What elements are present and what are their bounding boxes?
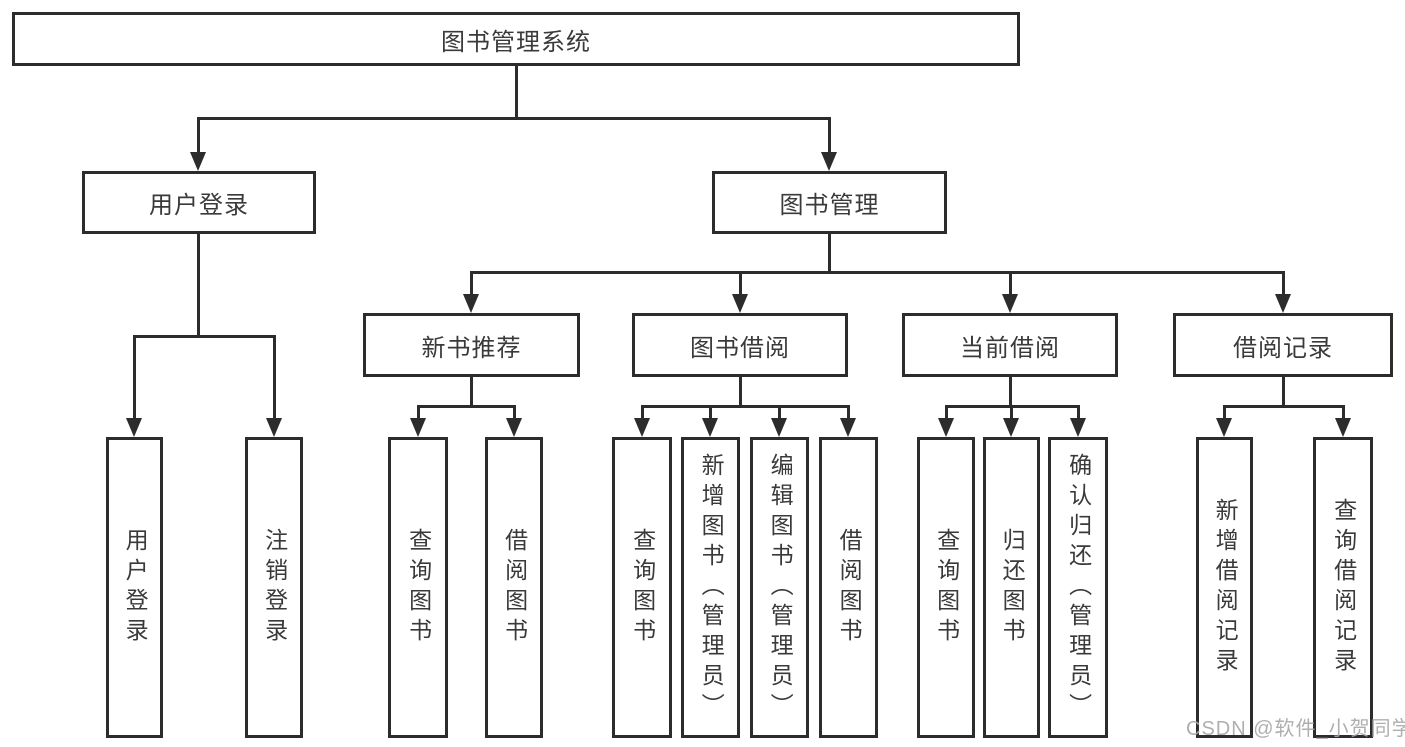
arrow-to-borrow-records bbox=[1275, 271, 1291, 313]
leaf-query-books-recommend: 查询图书 bbox=[388, 437, 448, 738]
line-user-login-stem bbox=[197, 234, 200, 337]
arrow-to-leaf-confirm-return-admin bbox=[1070, 405, 1086, 437]
leaf-confirm-return-admin-label: 确认归还（管理员） bbox=[1065, 452, 1092, 723]
leaf-logout-label: 注销登录 bbox=[261, 527, 288, 648]
leaf-return-books: 归还图书 bbox=[983, 437, 1040, 738]
leaf-query-borrow-record: 查询借阅记录 bbox=[1313, 437, 1373, 738]
leaf-query-books-current-label: 查询图书 bbox=[933, 527, 960, 648]
leaf-edit-books-admin: 编辑图书（管理员） bbox=[750, 437, 809, 738]
node-current-borrow: 当前借阅 bbox=[902, 313, 1118, 377]
leaf-query-borrow-record-label: 查询借阅记录 bbox=[1330, 497, 1357, 678]
leaf-query-books-recommend-label: 查询图书 bbox=[405, 527, 432, 648]
node-library-system: 图书管理系统 bbox=[12, 12, 1020, 66]
leaf-borrow-books-borrow-label: 借阅图书 bbox=[836, 527, 863, 648]
arrow-to-leaf-add-borrow-record bbox=[1216, 405, 1232, 437]
node-new-book-recommend: 新书推荐 bbox=[363, 313, 580, 377]
line-book-borrow-stem bbox=[739, 377, 742, 407]
leaf-return-books-label: 归还图书 bbox=[999, 527, 1026, 648]
arrow-to-leaf-query-books-current bbox=[938, 405, 954, 437]
node-borrow-records: 借阅记录 bbox=[1173, 313, 1393, 377]
line-user-login-bus bbox=[133, 335, 276, 338]
leaf-query-books-current: 查询图书 bbox=[917, 437, 975, 738]
leaf-add-borrow-record-label: 新增借阅记录 bbox=[1212, 497, 1239, 678]
arrow-to-leaf-return-books bbox=[1003, 405, 1019, 437]
arrow-to-leaf-query-books-borrow bbox=[634, 405, 650, 437]
line-current-borrow-stem bbox=[1009, 377, 1012, 407]
node-book-management-label: 图书管理 bbox=[779, 192, 880, 219]
node-library-system-label: 图书管理系统 bbox=[441, 28, 591, 56]
node-user-login: 用户登录 bbox=[82, 171, 316, 234]
arrow-to-leaf-query-books-recommend bbox=[410, 405, 426, 437]
line-book-borrow-bus bbox=[641, 405, 850, 408]
line-borrow-records-stem bbox=[1282, 377, 1285, 407]
line-borrow-records-bus bbox=[1223, 405, 1344, 408]
node-new-book-recommend-label: 新书推荐 bbox=[421, 334, 522, 362]
line-book-management-stem bbox=[828, 234, 831, 273]
leaf-borrow-books-recommend: 借阅图书 bbox=[485, 437, 543, 738]
arrow-to-leaf-borrow-books-borrow bbox=[840, 405, 856, 437]
leaf-query-books-borrow-label: 查询图书 bbox=[629, 527, 656, 648]
node-current-borrow-label: 当前借阅 bbox=[960, 334, 1060, 362]
leaf-add-borrow-record: 新增借阅记录 bbox=[1196, 437, 1253, 738]
leaf-logout: 注销登录 bbox=[245, 437, 303, 738]
arrow-to-new-book-recommend bbox=[463, 271, 479, 313]
arrow-to-current-borrow bbox=[1002, 271, 1018, 313]
line-book-management-bus bbox=[470, 271, 1285, 274]
arrow-to-leaf-borrow-books-recommend bbox=[506, 405, 522, 437]
leaf-add-books-admin-label: 新增图书（管理员） bbox=[698, 452, 725, 723]
arrow-to-book-borrow bbox=[732, 271, 748, 313]
arrow-to-leaf-add-books-admin bbox=[702, 405, 718, 437]
leaf-query-books-borrow: 查询图书 bbox=[612, 437, 672, 738]
arrow-to-leaf-user-login bbox=[126, 335, 142, 437]
line-new-book-recommend-bus bbox=[417, 405, 516, 408]
leaf-borrow-books-recommend-label: 借阅图书 bbox=[501, 527, 528, 648]
line-root-stem bbox=[515, 66, 518, 119]
arrow-to-leaf-query-borrow-record bbox=[1335, 405, 1351, 437]
node-borrow-records-label: 借阅记录 bbox=[1233, 334, 1333, 362]
node-book-borrow: 图书借阅 bbox=[632, 313, 848, 377]
line-root-bus bbox=[197, 117, 831, 120]
line-new-book-recommend-stem bbox=[470, 377, 473, 407]
leaf-confirm-return-admin: 确认归还（管理员） bbox=[1048, 437, 1108, 738]
arrow-to-book-management bbox=[821, 117, 837, 171]
node-book-management: 图书管理 bbox=[712, 171, 947, 234]
arrow-to-leaf-edit-books-admin bbox=[771, 405, 787, 437]
leaf-borrow-books-borrow: 借阅图书 bbox=[819, 437, 878, 738]
leaf-edit-books-admin-label: 编辑图书（管理员） bbox=[767, 452, 794, 723]
leaf-add-books-admin: 新增图书（管理员） bbox=[681, 437, 740, 738]
node-user-login-label: 用户登录 bbox=[149, 192, 249, 219]
watermark-text: CSDN @软件_小贺同学 bbox=[1186, 718, 1405, 740]
leaf-user-login: 用户登录 bbox=[106, 437, 163, 738]
arrow-to-user-login bbox=[190, 117, 206, 171]
arrow-to-leaf-logout bbox=[266, 335, 282, 437]
node-book-borrow-label: 图书借阅 bbox=[690, 334, 790, 362]
leaf-user-login-label: 用户登录 bbox=[122, 527, 149, 648]
